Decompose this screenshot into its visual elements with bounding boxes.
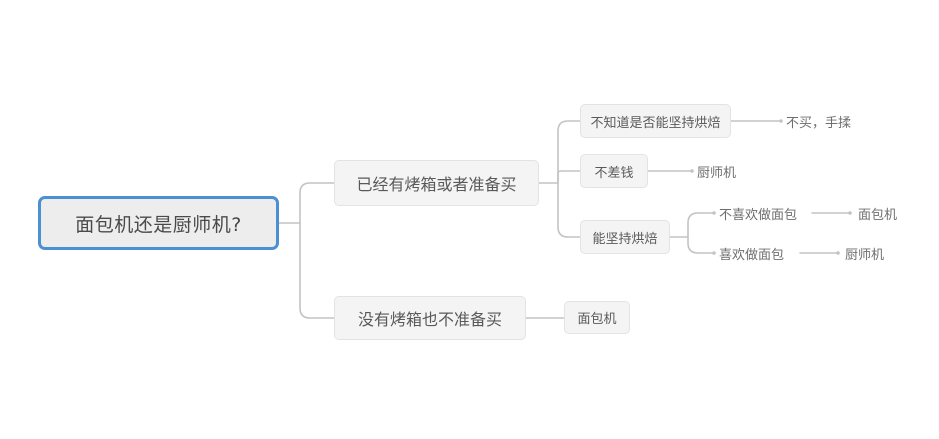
- edge-dot-dislike: [712, 211, 716, 215]
- node-branch-has-oven[interactable]: 已经有烤箱或者准备买: [334, 160, 539, 206]
- node-leaf-chef-machine-like[interactable]: 厨师机: [845, 242, 905, 264]
- node-leaf-like-bread-label: 喜欢做面包: [719, 247, 785, 263]
- edge-dot-like: [712, 251, 716, 255]
- edge-hasoven-persist: [557, 182, 581, 238]
- edge-root-to-has-oven: [299, 182, 335, 224]
- node-unsure-baking[interactable]: 不知道是否能坚持烘焙: [580, 104, 731, 138]
- node-root-label: 面包机还是厨师机?: [75, 213, 242, 236]
- node-leaf-hand-knead-label: 不买，手揉: [786, 115, 852, 131]
- node-leaf-dislike-bread[interactable]: 不喜欢做面包: [719, 202, 814, 224]
- node-leaf-bread-machine-dislike-label: 面包机: [858, 207, 898, 223]
- node-leaf-dislike-bread-label: 不喜欢做面包: [719, 207, 798, 223]
- edge-persist-dislike: [687, 212, 713, 238]
- node-root[interactable]: 面包机还是厨师机?: [38, 196, 279, 250]
- node-bread-machine-no-oven-label: 面包机: [577, 312, 617, 327]
- node-leaf-chef-machine-like-label: 厨师机: [845, 247, 885, 263]
- edge-hasoven-unsure: [557, 120, 581, 184]
- edge-dot-chef2: [836, 251, 840, 255]
- edge-dot-breadmachine1: [848, 211, 852, 215]
- node-leaf-bread-machine-dislike[interactable]: 面包机: [858, 202, 918, 224]
- node-leaf-like-bread[interactable]: 喜欢做面包: [719, 242, 804, 264]
- node-not-short-money[interactable]: 不差钱: [580, 154, 648, 188]
- node-branch-no-oven[interactable]: 没有烤箱也不准备买: [334, 296, 526, 340]
- edge-dot-handknead: [779, 119, 783, 123]
- node-unsure-baking-label: 不知道是否能坚持烘焙: [590, 115, 721, 131]
- edge-dot-chef1: [690, 169, 694, 173]
- node-not-short-money-label: 不差钱: [594, 165, 634, 181]
- node-bread-machine-no-oven[interactable]: 面包机: [564, 301, 630, 334]
- node-leaf-chef-machine-money[interactable]: 厨师机: [697, 160, 757, 182]
- edge-persist-like: [687, 236, 713, 254]
- node-leaf-hand-knead[interactable]: 不买，手揉: [786, 110, 881, 132]
- edge-root-to-no-oven: [299, 222, 335, 319]
- edge-hasoven-money: [557, 170, 581, 184]
- node-can-persist-baking-label: 能坚持烘焙: [592, 231, 658, 247]
- node-can-persist-baking[interactable]: 能坚持烘焙: [580, 220, 670, 254]
- node-branch-has-oven-label: 已经有烤箱或者准备买: [356, 175, 517, 194]
- node-branch-no-oven-label: 没有烤箱也不准备买: [357, 310, 502, 329]
- node-leaf-chef-machine-money-label: 厨师机: [697, 165, 737, 181]
